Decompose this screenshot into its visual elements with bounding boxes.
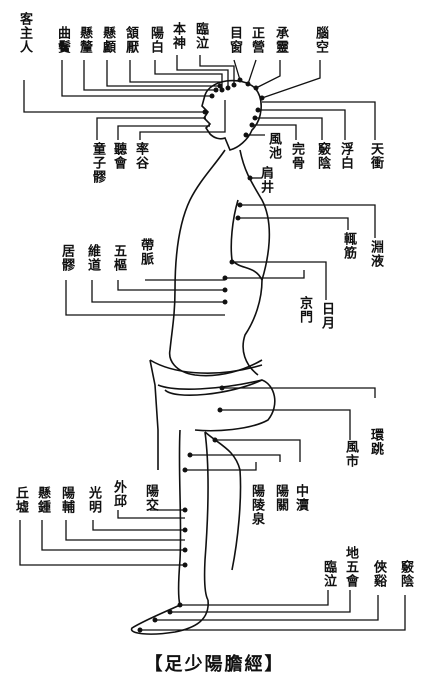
label-fengshi: 風市 [343, 440, 357, 468]
label-yanglingquan: 陽陵泉 [249, 484, 263, 526]
line-tinghui [118, 126, 210, 140]
line-zhongdu [215, 440, 300, 462]
label-juliao: 居髎 [59, 244, 73, 272]
label-tianchong: 天衝 [368, 142, 382, 170]
label-qiuxu: 丘墟 [13, 486, 27, 514]
label-yangfu: 陽輔 [59, 486, 73, 514]
label-benshen: 本神 [170, 22, 184, 50]
line-shuaigu [140, 100, 225, 140]
line-diwuhui [170, 590, 350, 612]
label-fubai: 浮白 [338, 142, 352, 170]
label-daimai: 帶脈 [138, 238, 152, 266]
knee-other-outline [205, 432, 241, 570]
label-chengling: 承靈 [273, 26, 287, 54]
label-fengchi: 風池 [266, 132, 280, 160]
line-huantiao [222, 388, 375, 398]
label-tongziliao: 童子髎 [90, 142, 104, 184]
label-wushu: 五樞 [111, 244, 125, 272]
line-zhejin [238, 218, 348, 230]
line-hanyan [130, 60, 222, 82]
label-weidao: 維道 [85, 244, 99, 272]
label-jianjing: 肩井 [258, 166, 272, 194]
label-naokong: 腦空 [313, 26, 327, 54]
line-fengshi [220, 410, 350, 440]
line-xiaxi [155, 595, 378, 620]
arm-outline [231, 200, 262, 375]
label-xuanlu: 懸顱 [100, 26, 114, 54]
label-xuanzhong: 懸鍾 [35, 486, 49, 514]
line-tongziliao [97, 118, 206, 140]
label-yangjiao: 陽交 [143, 484, 157, 512]
cloth-outline [150, 360, 262, 470]
label-huantiao: 環跳 [368, 428, 382, 456]
label-riyue: 日月 [319, 302, 333, 330]
label-yuanye: 淵液 [368, 240, 382, 268]
label-waiqiu: 外邱 [111, 480, 125, 508]
label-wangu: 完骨 [289, 142, 303, 170]
label-linqi: 臨泣 [193, 22, 207, 50]
line-qiuxu [20, 520, 185, 565]
label-yangguan: 陽關 [273, 484, 287, 512]
label-xiaxi: 俠谿 [371, 560, 385, 588]
label-hanyan: 頷厭 [123, 26, 137, 54]
line-weidao [92, 280, 225, 302]
line-zhengying [248, 60, 256, 84]
line-muchuang [234, 60, 240, 80]
label-xuanli: 懸釐 [77, 26, 91, 54]
label-guangming: 光明 [86, 486, 100, 514]
line-juliao [66, 280, 225, 315]
line-yanglingquan [185, 462, 256, 470]
label-shuaigu: 率谷 [133, 142, 147, 170]
label-zhongdu: 中瀆 [293, 484, 307, 512]
acupoint-dots [138, 78, 265, 633]
diagram-caption: 【足少陽膽經】 [0, 650, 429, 676]
label-qiaoyin-head: 竅陰 [315, 142, 329, 170]
label-qubin: 曲鬢 [55, 26, 69, 54]
torso-front-outline [170, 150, 225, 350]
label-kezhuren: 客主人 [17, 12, 31, 54]
head-outline [202, 81, 261, 150]
line-chengling [256, 60, 280, 88]
label-zhengying: 正營 [249, 26, 263, 54]
label-muchuang: 目窗 [227, 26, 241, 54]
label-jingmen: 京門 [297, 296, 311, 324]
line-xuanzhong [42, 520, 185, 550]
label-qiaoyin-foot: 竅陰 [398, 560, 412, 588]
line-guangming [93, 520, 185, 530]
label-yangbai: 陽白 [148, 26, 162, 54]
label-tinghui: 聽會 [111, 142, 125, 170]
label-linqi-foot: 臨泣 [321, 560, 335, 588]
line-linqi-foot [180, 590, 328, 605]
label-zhejin: 輒筋 [341, 232, 355, 260]
line-naokong [262, 60, 320, 98]
label-diwuhui: 地五會 [343, 546, 357, 588]
line-wushu [118, 280, 225, 290]
